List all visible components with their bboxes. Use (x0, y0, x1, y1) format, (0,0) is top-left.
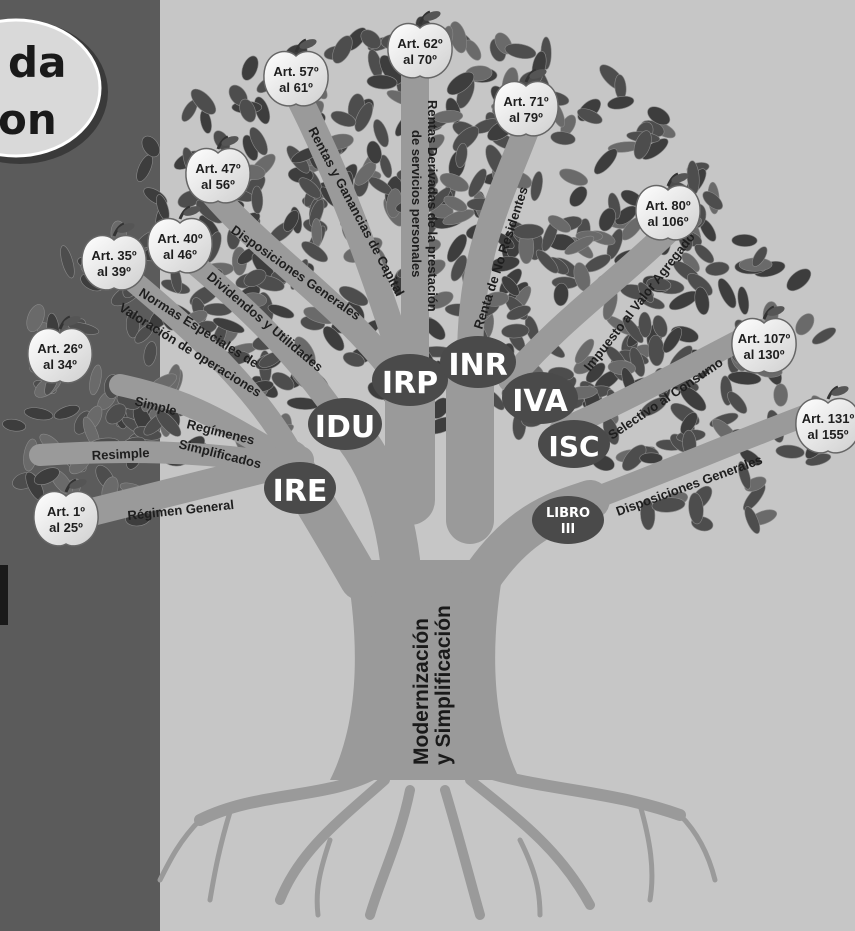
node-iva: IVA (502, 372, 578, 424)
label-rentas-servicios-2: de servicios personales (409, 130, 424, 277)
label-rentas-servicios-1: Rentas Derivadas de la prestación (425, 100, 440, 312)
svg-text:IVA: IVA (512, 384, 568, 419)
apple-leaf (830, 384, 850, 398)
node-libro-iii: LIBRO III (532, 496, 604, 544)
leaf-shape (142, 341, 158, 368)
apple-label-line-1: Art. 71º (503, 94, 548, 109)
node-idu: IDU (308, 398, 382, 450)
leaf-shape (133, 153, 155, 184)
leaf-shape (566, 183, 591, 210)
apple-label-line-1: Art. 47º (195, 161, 240, 176)
leaf-shape (732, 234, 758, 247)
node-ire: IRE (264, 462, 336, 514)
leaf-shape (239, 54, 262, 83)
leaf-shape (2, 418, 27, 433)
banner-line-1: da (8, 38, 66, 87)
leaf-shape (557, 166, 590, 189)
node-isc: ISC (538, 420, 610, 468)
leaf-shape (606, 94, 635, 111)
apple-label-line-2: al 56º (201, 177, 235, 192)
leaf-shape (810, 324, 838, 347)
apple-label-line-1: Art. 26º (37, 341, 82, 356)
apple-label-line-2: al 46º (163, 247, 197, 262)
apple-art131: Art. 131ºal 155º (796, 384, 855, 453)
leaf-shape (783, 265, 815, 295)
leaf-shape (736, 286, 750, 315)
apple-label-line-2: al 70º (403, 52, 437, 67)
svg-text:III: III (561, 522, 576, 537)
tree-roots (160, 770, 715, 915)
leaf-shape (501, 323, 530, 339)
leaf-shape (775, 444, 805, 459)
svg-text:IDU: IDU (315, 410, 375, 445)
trunk-title-line-1: Modernización (410, 618, 433, 765)
apple-label-line-2: al 61º (279, 80, 313, 95)
node-inr: INR (440, 336, 516, 388)
leaf-shape (251, 186, 263, 214)
banner-line-2: on (0, 95, 57, 144)
trunk-title-line-2: y Simplificación (432, 605, 455, 765)
leaf-shape (647, 335, 665, 367)
apple-label-line-1: Art. 107º (738, 331, 791, 346)
node-irp: IRP (372, 354, 448, 406)
leaf-shape (550, 130, 576, 146)
apple-label-line-2: al 25º (49, 520, 83, 535)
leaf-shape (529, 170, 545, 201)
trunk-title: Modernización y Simplificación (410, 605, 455, 765)
leaf-shape (705, 261, 730, 277)
leaf-shape (87, 364, 103, 396)
leaf-shape (23, 406, 54, 422)
label-resimple: Resimple (91, 445, 150, 463)
svg-text:ISC: ISC (548, 430, 599, 463)
leaf-shape (714, 276, 739, 310)
apple-label-line-2: al 106º (648, 214, 689, 229)
apple-label-line-2: al 79º (509, 110, 543, 125)
svg-text:LIBRO: LIBRO (546, 506, 590, 521)
apple-label-line-1: Art. 131º (802, 411, 855, 426)
leaf-shape (138, 133, 163, 160)
svg-text:INR: INR (448, 348, 507, 383)
svg-text:IRE: IRE (273, 474, 328, 509)
svg-text:IRP: IRP (382, 366, 438, 401)
leaf-shape (591, 145, 621, 177)
apple-label-line-1: Art. 35º (91, 248, 136, 263)
apple-label-line-2: al 130º (744, 347, 785, 362)
apple-label-line-1: Art. 57º (273, 64, 318, 79)
apple-label-line-2: al 34º (43, 357, 77, 372)
apple-label-line-2: al 39º (97, 264, 131, 279)
apple-label-line-1: Art. 1º (47, 504, 85, 519)
apple-label-line-1: Art. 62º (397, 36, 442, 51)
title-banner: da on (0, 20, 108, 164)
apple-label-line-2: al 155º (808, 427, 849, 442)
leaf-shape (58, 244, 77, 279)
apple-label-line-1: Art. 80º (645, 198, 690, 213)
apple-label-line-1: Art. 40º (157, 231, 202, 246)
panel-mark (0, 565, 8, 625)
leaf-shape (774, 384, 788, 407)
